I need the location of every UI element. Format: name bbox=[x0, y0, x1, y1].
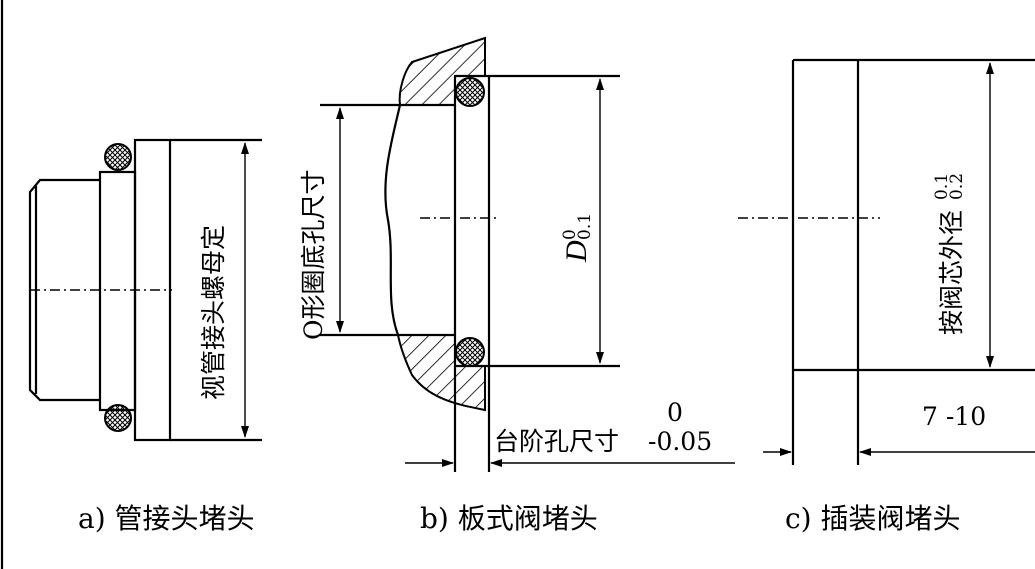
o-ring-bottom bbox=[104, 404, 132, 432]
break-line bbox=[384, 104, 402, 336]
caption-a: a) 管接头堵头 bbox=[78, 502, 255, 535]
d-upper-tol: 0 bbox=[560, 229, 580, 240]
oring-hole-label: O形圈底孔尺寸 bbox=[299, 170, 328, 341]
length-label: 7 -10 bbox=[922, 402, 986, 431]
panel-b-plate-valve-plug: O形圈底孔尺寸 D 0 0.1 台阶孔尺寸 0 -0.05 b) 板式阀堵头 bbox=[299, 36, 735, 535]
d-lower-tol: 0.1 bbox=[575, 213, 595, 240]
d-symbol: D bbox=[560, 240, 593, 263]
panel-a-pipe-fitting-plug: 视管接头螺母定 a) 管接头堵头 bbox=[28, 138, 262, 535]
nut-dimension-label: 视管接头螺母定 bbox=[199, 225, 228, 400]
caption-b: b) 板式阀堵头 bbox=[420, 502, 598, 535]
spool-diameter-label: 按阀芯外径 bbox=[937, 210, 966, 335]
panel-c-cartridge-valve-plug: 按阀芯外径 0.1 0.2 7 -10 c) 插装阀堵头 bbox=[738, 58, 1035, 535]
plug-neck bbox=[98, 170, 137, 412]
dim-lower-tol: 0.2 bbox=[947, 173, 967, 200]
caption-c: c) 插装阀堵头 bbox=[785, 502, 961, 535]
step-upper-tol: 0 bbox=[667, 398, 683, 427]
dim-upper-tol: 0.1 bbox=[932, 173, 952, 200]
step-hole-label: 台阶孔尺寸 bbox=[494, 427, 619, 456]
o-ring-top bbox=[455, 77, 485, 107]
o-ring-bottom bbox=[455, 337, 485, 367]
step-lower-tol: -0.05 bbox=[648, 427, 712, 456]
o-ring-top bbox=[104, 143, 132, 171]
housing-hatch-bottom bbox=[396, 334, 486, 412]
